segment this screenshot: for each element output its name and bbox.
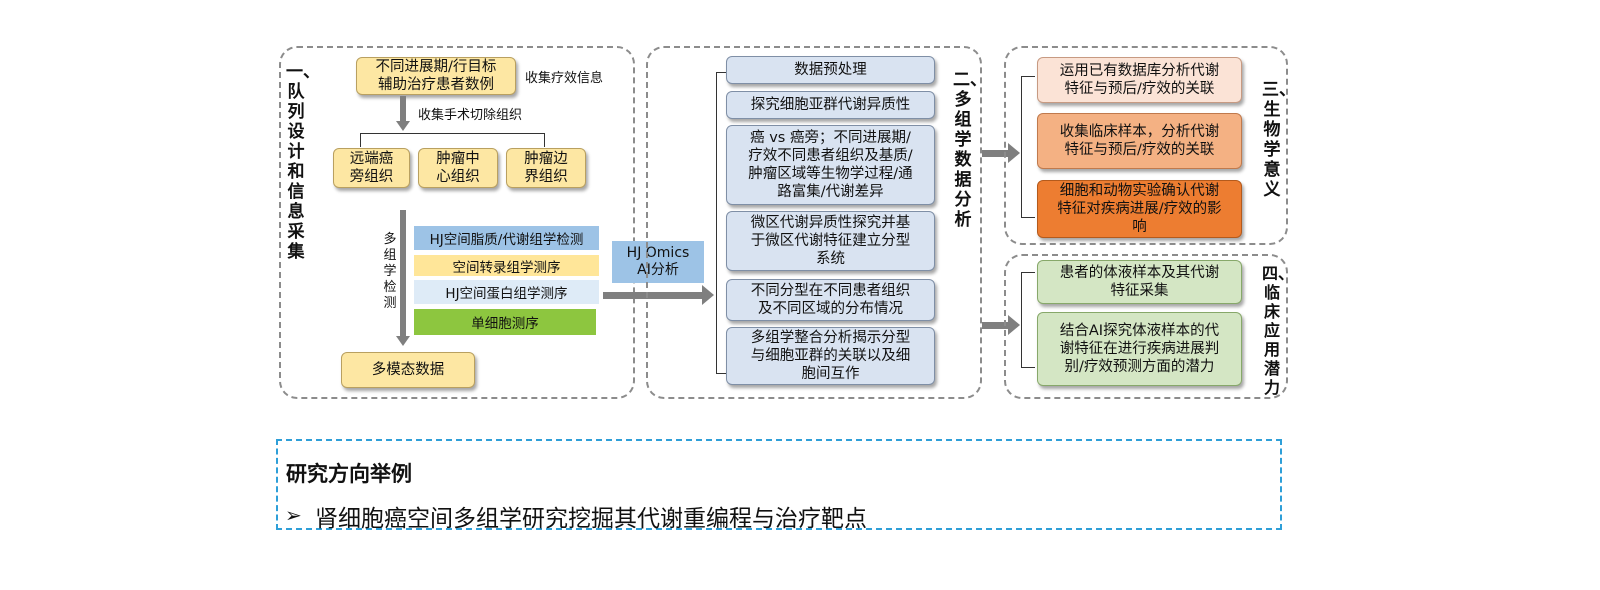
section2-panel [646, 46, 982, 399]
arrow-to-analysis-head [702, 285, 714, 305]
arrow-to-section3-head [1008, 143, 1020, 163]
analysis-differential: 癌 vs 癌旁；不同进展期/ 疗效不同患者组织及基质/ 肿瘤区域等生物学过程/通… [726, 125, 935, 205]
clinical-sample-collection: 患者的体液样本及其代谢 特征采集 [1037, 260, 1242, 304]
arrow-multiomics-head [396, 336, 410, 346]
section1-title: 一、队列设计和信息采集 [286, 62, 320, 262]
section3-bracket [1021, 76, 1035, 218]
hj-omics-ai-box: HJ Omics AI分析 [612, 241, 704, 283]
arrow-patients-head [396, 121, 410, 131]
multiomics-label: 多组学检测 [383, 232, 397, 311]
assay-spatial-metabolomics: HJ空间脂质/代谢组学检测 [414, 226, 599, 250]
multimodal-data-box: 多模态数据 [341, 352, 475, 388]
arrow-to-section3 [982, 150, 1009, 157]
arrow-patients-down [400, 96, 406, 122]
assay-spatial-proteomics: HJ空间蛋白组学测序 [414, 280, 599, 304]
arrow-to-section4 [982, 322, 1009, 329]
analysis-preprocessing: 数据预处理 [726, 56, 935, 84]
bullet-arrow-icon: ➢ [285, 503, 302, 527]
clinical-ai-prediction: 结合AI探究体液样本的代 谢特征在进行疾病进展判 别/疗效预测方面的潜力 [1037, 312, 1242, 386]
assay-single-cell: 单细胞测序 [414, 309, 596, 335]
section1-panel [279, 46, 635, 399]
bio-database-analysis: 运用已有数据库分析代谢 特征与预后/疗效的关联 [1037, 57, 1242, 103]
arrow-multiomics-down [400, 210, 406, 338]
analysis-integration: 多组学整合分析揭示分型 与细胞亚群的关联以及细 胞间互作 [726, 327, 935, 385]
patient-cohort-box: 不同进展期/行目标 辅助治疗患者数例 [356, 57, 516, 95]
tissue-border-box: 肿瘤边 界组织 [506, 148, 586, 188]
tissue-distal-box: 远端癌 旁组织 [333, 148, 410, 188]
section2-title: 二、多组学数据分析 [953, 70, 987, 230]
section3-title: 三、生物学意义 [1262, 80, 1296, 200]
section4-title: 四、临床应用潜力 [1262, 264, 1295, 397]
bio-experiments: 细胞和动物实验确认代谢 特征对疾病进展/疗效的影 响 [1037, 180, 1242, 238]
collect-efficacy-label: 收集疗效信息 [525, 71, 604, 86]
assay-spatial-transcriptomics: 空间转录组学测序 [414, 255, 599, 276]
collect-tissue-label: 收集手术切除组织 [418, 108, 523, 123]
analysis-distribution: 不同分型在不同患者组织 及不同区域的分布情况 [726, 279, 935, 321]
analysis-subpopulation: 探究细胞亚群代谢异质性 [726, 91, 935, 119]
section3-panel [1004, 46, 1288, 245]
section4-bracket [1021, 272, 1035, 368]
section4-panel [1004, 254, 1288, 399]
arrow-to-section4-head [1008, 315, 1020, 335]
example-panel [276, 439, 1282, 530]
tissue-bracket [360, 133, 545, 147]
section2-bracket [716, 72, 728, 374]
analysis-microregion: 微区代谢异质性探究并基 于微区代谢特征建立分型 系统 [726, 211, 935, 271]
bio-clinical-samples: 收集临床样本，分析代谢 特征与预后/疗效的关联 [1037, 113, 1242, 169]
tissue-center-box: 肿瘤中 心组织 [418, 148, 498, 188]
arrow-to-analysis [603, 292, 703, 299]
example-heading: 研究方向举例 [286, 462, 412, 486]
example-item: 肾细胞癌空间多组学研究挖掘其代谢重编程与治疗靶点 [315, 506, 867, 532]
